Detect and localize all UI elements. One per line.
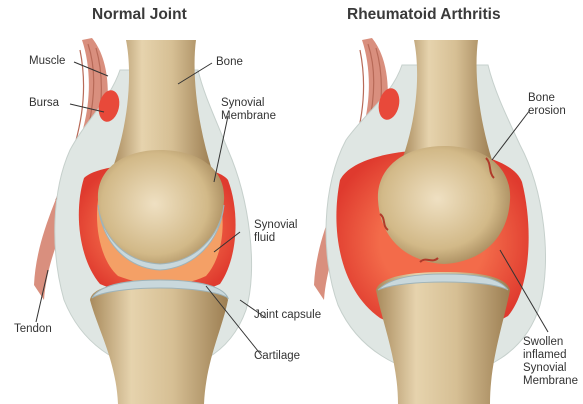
label-synovial-membrane-line2: Membrane: [221, 110, 276, 123]
label-cartilage: Cartilage: [254, 350, 300, 363]
label-swollen-membrane-line2: inflamed: [523, 349, 578, 362]
ra-lower-bone: [376, 272, 510, 404]
label-swollen-membrane: Swollen inflamed Synovial Membrane: [523, 336, 578, 388]
label-bursa: Bursa: [29, 97, 59, 110]
label-swollen-membrane-line4: Membrane: [523, 375, 578, 388]
label-synovial-fluid-line1: Synovial: [254, 219, 297, 232]
ra-joint-title: Rheumatoid Arthritis: [347, 6, 501, 24]
ra-joint-illustration: [314, 38, 546, 404]
label-synovial-fluid-line2: fluid: [254, 232, 297, 245]
normal-joint-illustration: [34, 38, 252, 404]
label-bone: Bone: [216, 56, 243, 69]
label-swollen-membrane-line1: Swollen: [523, 336, 578, 349]
label-tendon: Tendon: [14, 323, 52, 336]
label-bone-erosion: Bone erosion: [528, 92, 566, 118]
normal-joint-title: Normal Joint: [92, 6, 187, 24]
label-joint-capsule: Joint capsule: [254, 309, 321, 322]
label-synovial-membrane: Synovial Membrane: [221, 97, 276, 123]
label-bone-erosion-line1: Bone: [528, 92, 566, 105]
label-bone-erosion-line2: erosion: [528, 105, 566, 118]
label-synovial-membrane-line1: Synovial: [221, 97, 276, 110]
label-muscle: Muscle: [29, 55, 65, 68]
label-swollen-membrane-line3: Synovial: [523, 362, 578, 375]
label-synovial-fluid: Synovial fluid: [254, 219, 297, 245]
normal-lower-bone: [90, 282, 228, 404]
